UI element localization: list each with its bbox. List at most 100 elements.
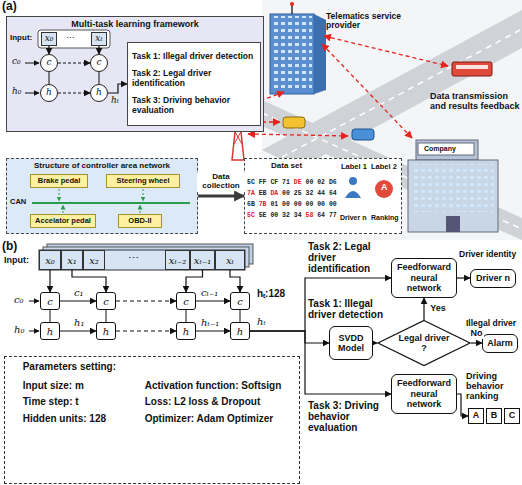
vehicle-part: Steering wheel	[106, 174, 180, 188]
lstm-wiring	[99, 72, 100, 84]
node-text: Alarm	[487, 338, 513, 348]
connector	[196, 300, 230, 301]
text-label: …	[66, 31, 75, 41]
lstm-wiring	[240, 310, 241, 322]
panel-ground	[244, 158, 402, 234]
lstm-wiring	[25, 93, 39, 94]
can-bus	[143, 189, 144, 201]
text-label: c₀	[12, 57, 21, 67]
lstm-state: h	[90, 84, 108, 102]
node-text: A	[473, 411, 480, 421]
text-label: h₀	[12, 87, 21, 97]
vehicle-part: OBD-II	[118, 214, 162, 228]
text-label: A	[381, 183, 388, 193]
lstm-wiring	[29, 301, 39, 302]
text-label: Driver n	[340, 214, 366, 222]
text-label: Telematics service provider	[326, 12, 418, 31]
framework-panel: Multi-task learning frameworkx₀xₜchchTas…	[6, 16, 264, 132]
text-label: Driver identity	[459, 250, 516, 259]
input-box: xₜ	[215, 250, 245, 270]
text-label: h₀	[14, 324, 24, 335]
connector	[198, 195, 244, 198]
lstm-wiring	[49, 72, 50, 84]
process-box: Driver n	[470, 269, 516, 288]
hex-byte: 00 02 D6	[306, 179, 337, 187]
telematics-building	[270, 2, 326, 94]
connector	[60, 330, 96, 331]
label-icons	[345, 191, 361, 198]
diamond-outline	[378, 320, 470, 365]
label-icons	[375, 180, 393, 198]
can-bus	[59, 189, 60, 201]
input-box: x₀	[39, 250, 61, 270]
lstm-wiring	[50, 310, 51, 322]
text-label: Task 2: Legal driver identification	[308, 241, 392, 274]
hex-byte: 7A	[247, 190, 255, 198]
node-text: B	[491, 411, 498, 421]
hex-byte: 5C FF CF 71	[247, 179, 290, 187]
text-label: h₁	[74, 317, 84, 328]
text-label: hₜ:128	[257, 288, 285, 299]
hex-byte: 5E 00 32 34	[259, 212, 302, 220]
node-text: h	[237, 326, 243, 337]
node-text: xₜ₋₂	[169, 255, 186, 266]
connector	[423, 298, 424, 320]
input-box: x₀	[41, 32, 57, 46]
node-text: c	[96, 58, 101, 68]
node-text: OBD-II	[128, 217, 151, 225]
lstm-state: h	[40, 322, 60, 340]
company-building	[412, 164, 494, 212]
text-label: ⋯	[128, 252, 139, 264]
text-label: hₜ	[257, 316, 266, 327]
rank-box: B	[486, 408, 502, 424]
wireless-link	[322, 44, 412, 138]
node-text: c	[47, 296, 53, 307]
vehicles	[456, 65, 488, 69]
text-label: c₀	[14, 294, 24, 305]
node-text: Brake pedal	[38, 177, 81, 185]
hex-row: 5C5E 00 32 345864 77	[247, 212, 337, 220]
hex-byte: DE	[294, 179, 302, 187]
company-building	[408, 140, 498, 232]
node-text: Feedforward neural network	[394, 262, 454, 293]
rank-box: A	[468, 408, 484, 424]
panel-ground	[38, 30, 110, 48]
text-label: Task 1: Illegal driver detection	[308, 298, 392, 320]
node-text: Feedforward neural network	[394, 378, 454, 409]
can-bus	[32, 202, 190, 204]
process-box: SVDD Model	[329, 326, 373, 360]
company-building	[408, 160, 498, 232]
connector	[48, 46, 49, 54]
node-text: Legal driver ?	[397, 333, 451, 354]
node-text: Activation function: Softsign	[145, 380, 282, 392]
connector	[116, 300, 176, 301]
node-text: x₂	[89, 255, 99, 266]
can-bus	[140, 205, 141, 213]
signal-tower	[234, 130, 242, 144]
hex-byte: 7B	[259, 201, 267, 209]
connector	[98, 46, 99, 54]
hex-byte: 6B	[247, 201, 255, 209]
node-text: x₀	[45, 34, 54, 44]
text-label: Company	[424, 145, 456, 153]
node-text: xₜ	[226, 255, 234, 266]
node-text: h	[103, 326, 109, 337]
lstm-state: h	[40, 84, 58, 102]
connector	[58, 92, 90, 93]
lstm-state: c	[176, 292, 196, 310]
text-label: CAN	[10, 198, 26, 206]
connector	[250, 331, 329, 343]
text-label: (a)	[2, 0, 17, 13]
node-text: h	[47, 326, 53, 337]
can-structure-box: Structure of controller area networkBrak…	[6, 158, 198, 234]
company-building	[416, 140, 478, 160]
street-scene	[262, 10, 522, 168]
lstm-state: c	[40, 54, 58, 72]
node-text: h	[96, 88, 102, 98]
text-label: Input:	[4, 256, 29, 266]
lstm-wiring	[25, 63, 39, 64]
company-building	[446, 216, 460, 232]
vehicles	[452, 62, 492, 76]
connector	[49, 270, 50, 292]
hex-byte: 5C	[247, 212, 255, 220]
